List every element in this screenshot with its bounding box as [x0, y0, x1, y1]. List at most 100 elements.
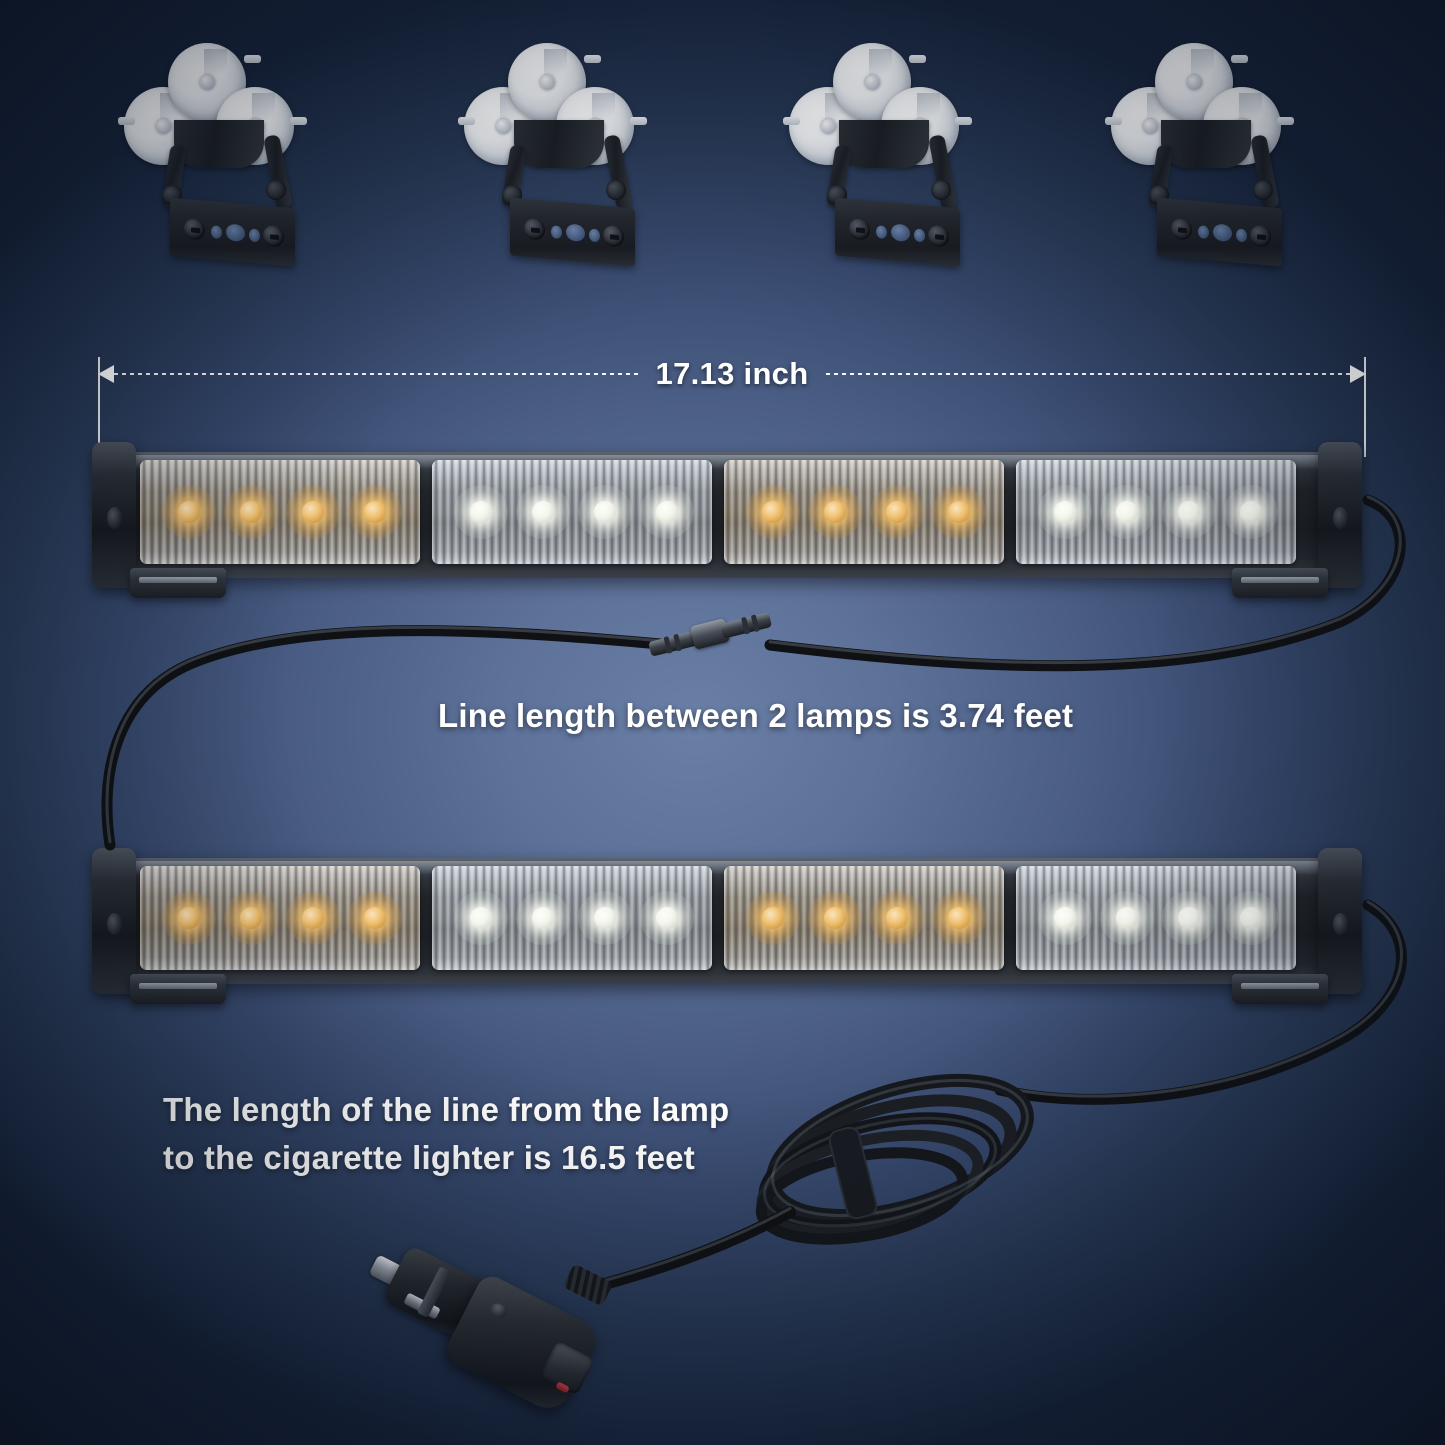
bracket-arm [514, 120, 604, 168]
led-white [1038, 891, 1092, 945]
end-cap-bolt [107, 506, 122, 529]
thumb-screw [184, 217, 205, 241]
led-amber [808, 485, 862, 539]
led-white [516, 485, 570, 539]
led-white [1038, 485, 1092, 539]
dimension-dots-right [826, 373, 1351, 375]
mount-slot [891, 223, 910, 243]
bracket-arm [174, 120, 264, 168]
led-amber [932, 891, 986, 945]
end-cap-bolt [1333, 506, 1348, 529]
led-amber [808, 891, 862, 945]
end-cap-left [92, 442, 136, 588]
end-cap-left [92, 848, 136, 994]
led-module-3 [724, 866, 1004, 970]
bracket-arm [839, 120, 929, 168]
light-bar-top [92, 442, 1362, 598]
end-cap-right [1318, 848, 1362, 994]
led-module-2 [432, 866, 712, 970]
led-white [454, 485, 508, 539]
cable-connector-to-bottom [101, 625, 666, 851]
dimension-label: 17.13 inch [655, 356, 809, 391]
end-cap-right [1318, 442, 1362, 588]
bracket-pivot [606, 180, 626, 200]
mounting-foot-right [1232, 568, 1328, 598]
led-white [1224, 485, 1278, 539]
thumb-screw [263, 224, 284, 248]
thumb-screw [524, 217, 545, 241]
led-white [516, 891, 570, 945]
led-module-1 [140, 460, 420, 564]
cup-tab [630, 117, 647, 125]
bracket-arm [1161, 120, 1251, 168]
cup-tab [955, 117, 972, 125]
caption-line-length-between-lamps: Line length between 2 lamps is 3.74 feet [438, 697, 1074, 734]
end-cap-bolt [107, 912, 122, 935]
led-module-4 [1016, 866, 1296, 970]
led-amber [224, 891, 278, 945]
thumb-screw [928, 224, 949, 248]
led-amber [870, 485, 924, 539]
led-white [578, 891, 632, 945]
thumb-screw [1171, 217, 1192, 241]
arrow-right-icon [1350, 365, 1367, 383]
suction-bracket-3 [783, 25, 998, 275]
mount-slot [211, 225, 222, 240]
cup-tab [909, 55, 926, 63]
led-white [640, 485, 694, 539]
led-module-3 [724, 460, 1004, 564]
bracket-pivot [266, 180, 286, 200]
cup-tab [118, 117, 135, 125]
thumb-screw [1250, 224, 1271, 248]
mount-slot [914, 228, 925, 243]
led-white [578, 485, 632, 539]
cup-tab [244, 55, 261, 63]
led-white [640, 891, 694, 945]
led-amber [286, 891, 340, 945]
cup-tab [584, 55, 601, 63]
led-white [1224, 891, 1278, 945]
mount-slot [551, 225, 562, 240]
led-amber [162, 485, 216, 539]
led-amber [348, 485, 402, 539]
mount-slot [589, 228, 600, 243]
cable-coil-to-plug [584, 1206, 796, 1294]
suction-bracket-1 [118, 25, 333, 275]
bracket-pivot [931, 180, 951, 200]
suction-bracket-2 [458, 25, 673, 275]
bracket-plate [170, 197, 295, 267]
mounting-foot-left [130, 974, 226, 1004]
led-white [1100, 891, 1154, 945]
plug-strain-relief [562, 1263, 614, 1307]
led-white [1100, 485, 1154, 539]
led-amber [162, 891, 216, 945]
led-amber [932, 485, 986, 539]
coiled-cable-bundle [755, 1073, 1034, 1245]
cigarette-lighter-plug [360, 1238, 620, 1418]
end-cap-bolt [1333, 912, 1348, 935]
cup-tab [1277, 117, 1294, 125]
led-amber [746, 485, 800, 539]
cup-tab [458, 117, 475, 125]
led-white [454, 891, 508, 945]
bracket-pivot [1253, 180, 1273, 200]
led-amber [746, 891, 800, 945]
light-bar-bottom [92, 848, 1362, 1004]
bracket-plate [835, 197, 960, 267]
dimension-line: 17.13 inch [98, 356, 1367, 391]
mounting-foot-left [130, 568, 226, 598]
mounting-foot-right [1232, 974, 1328, 1004]
led-amber [348, 891, 402, 945]
dimension-dots-left [114, 373, 638, 375]
mount-slot [1198, 225, 1209, 240]
cable-coil-to-plug-hl [588, 1207, 792, 1286]
thumb-screw [603, 224, 624, 248]
led-module-2 [432, 460, 712, 564]
mount-slot [249, 228, 260, 243]
cup-tab [1105, 117, 1122, 125]
led-module-1 [140, 866, 420, 970]
cup-tab [290, 117, 307, 125]
mount-slot [226, 223, 245, 243]
mount-slot [566, 223, 585, 243]
led-amber [286, 485, 340, 539]
